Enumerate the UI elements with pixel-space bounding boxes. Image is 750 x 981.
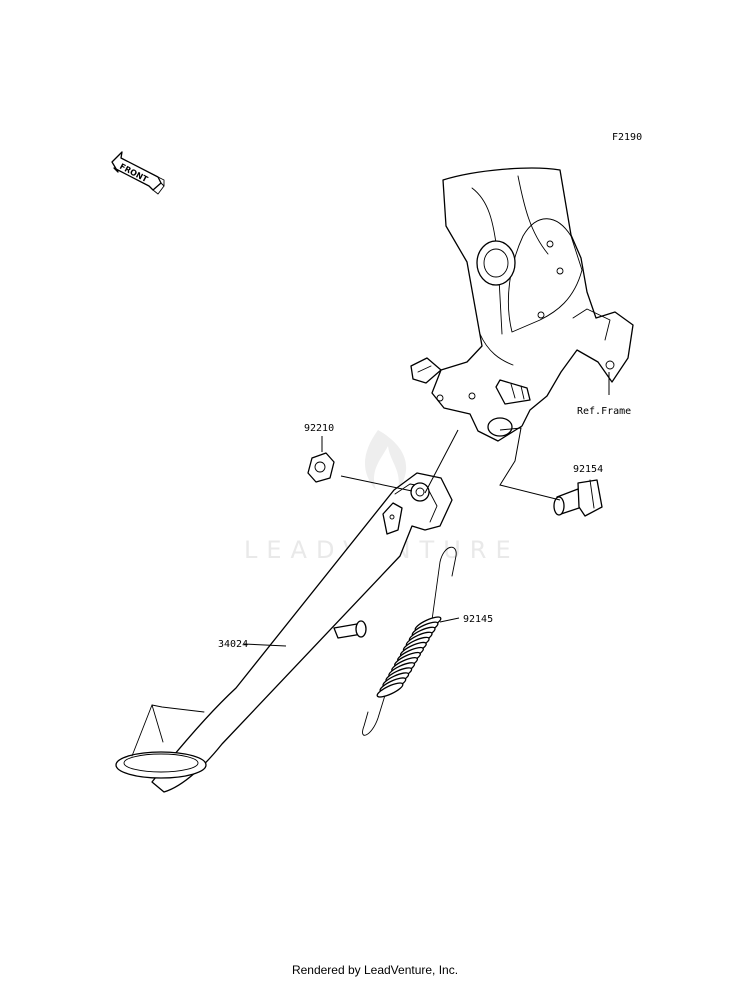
leader-lines	[243, 372, 610, 647]
callout-92210: 92210	[304, 423, 334, 434]
callout-92145: 92145	[463, 614, 493, 625]
spring-92145	[362, 546, 457, 736]
figure-code: F2190	[612, 132, 642, 143]
side-stand	[115, 472, 453, 793]
nut-92210	[307, 452, 335, 483]
callout-34024: 34024	[218, 639, 248, 650]
frame-hole-upper	[476, 240, 516, 286]
spring-hook-pin	[333, 620, 367, 639]
callout-92154: 92154	[573, 464, 603, 475]
pivot-hole	[487, 417, 513, 437]
footer-credit: Rendered by LeadVenture, Inc.	[291, 963, 459, 977]
frame-ref	[410, 167, 634, 442]
bolt-92154	[553, 479, 603, 517]
callout-ref-frame: Ref.Frame	[577, 406, 631, 417]
spring-coils	[376, 616, 442, 698]
spring-coil	[376, 682, 404, 698]
front-arrow-icon: FRONT	[111, 151, 165, 195]
stand-pivot-hole	[410, 482, 430, 502]
stand-foot	[115, 751, 207, 779]
